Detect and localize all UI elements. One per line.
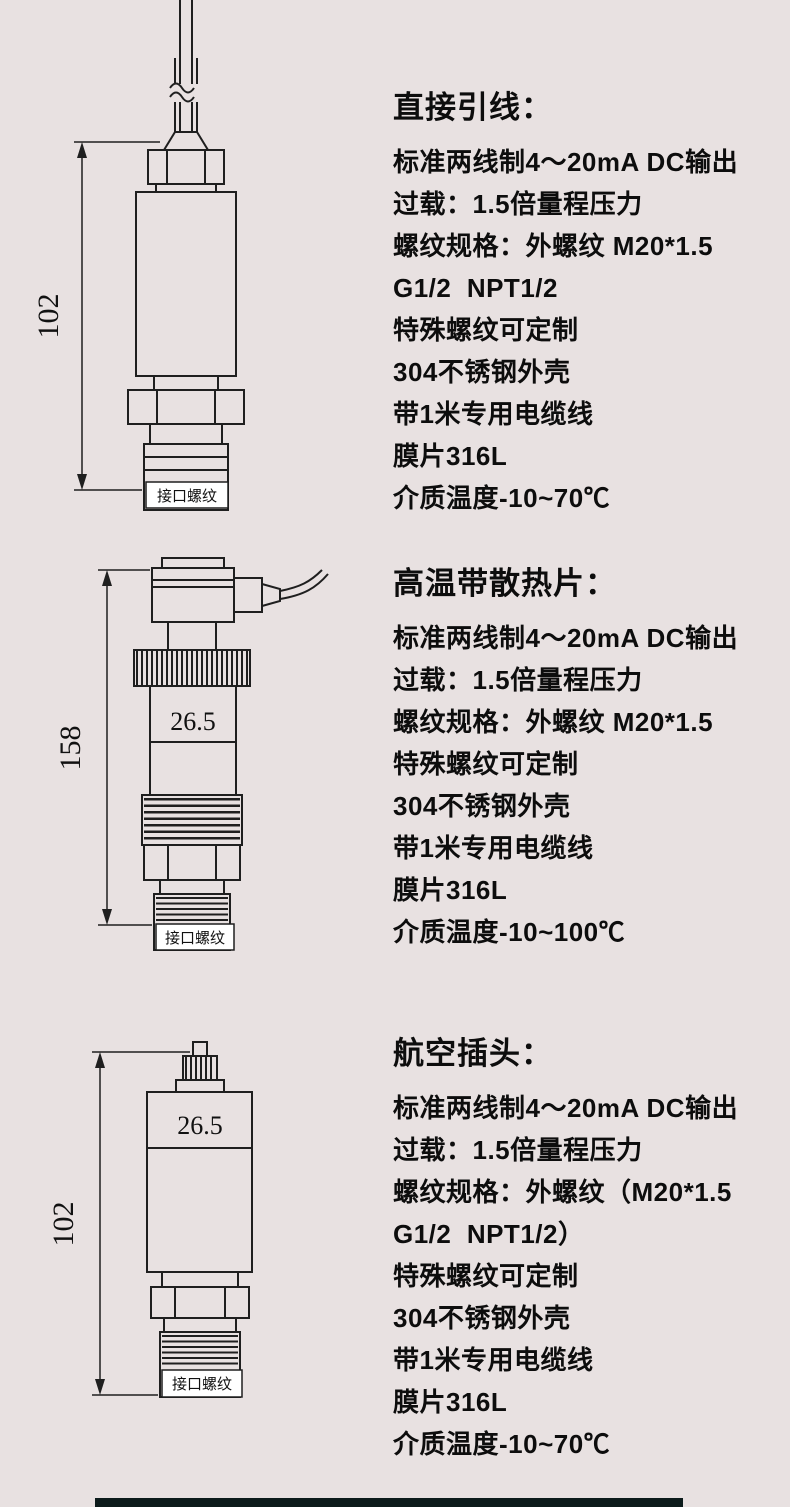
spec-line: 介质温度-10~70℃ (393, 483, 611, 513)
specs-direct-lead: 直接引线： 标准两线制4～20mA DC输出 过载：1.5倍量程压力 螺纹规格：… (393, 82, 779, 519)
spec-line: 标准两线制4～20mA DC输出 (393, 147, 739, 177)
spec-line: 特殊螺纹可定制 (393, 749, 579, 779)
spec-line: 螺纹规格：外螺纹 M20*1.5 (393, 231, 714, 261)
diagram-direct-lead: 接口螺纹 102 (30, 0, 330, 540)
spec-line: G1/2 NPT1/2） (393, 1219, 585, 1249)
spec-line: 过载：1.5倍量程压力 (393, 1135, 643, 1165)
thread-label-box (161, 1369, 243, 1398)
thread-label: 接口螺纹 (172, 1376, 232, 1393)
spec-line: 膜片316L (393, 1387, 508, 1417)
height-dimension-label: 102 (32, 294, 65, 339)
sensor-drawing-heatsink: 26.5 接口螺纹 158 (54, 557, 329, 951)
section-heading: 航空插头： (393, 1036, 553, 1071)
dimension-lines (92, 1051, 190, 1396)
spec-line: 膜片316L (393, 441, 508, 471)
spec-line: 标准两线制4～20mA DC输出 (393, 1093, 739, 1123)
spec-line: 304不锈钢外壳 (393, 357, 571, 387)
arrow-up-icon (102, 570, 112, 586)
spec-line: 特殊螺纹可定制 (393, 1261, 579, 1291)
spec-line: 过载：1.5倍量程压力 (393, 665, 643, 695)
spec-line: 过载：1.5倍量程压力 (393, 189, 643, 219)
section-heading: 高温带散热片： (393, 566, 617, 601)
thread-label: 接口螺纹 (165, 930, 225, 947)
spec-line: 带1米专用电缆线 (393, 399, 594, 429)
thread-label: 接口螺纹 (157, 488, 217, 505)
spec-line: 304不锈钢外壳 (393, 1303, 571, 1333)
dimension-lines (74, 141, 160, 491)
arrow-up-icon (95, 1052, 105, 1068)
spec-line: 304不锈钢外壳 (393, 791, 571, 821)
sensor-drawing-direct-lead: 接口螺纹 102 (32, 0, 245, 511)
spec-line: 膜片316L (393, 875, 508, 905)
spec-line: 介质温度-10~100℃ (393, 917, 626, 947)
spec-line: 介质温度-10~70℃ (393, 1429, 611, 1459)
specs-heatsink: 高温带散热片： 标准两线制4～20mA DC输出 过载：1.5倍量程压力 螺纹规… (393, 558, 779, 953)
sensor-drawing-aviation-plug: 26.5 接口螺纹 102 (47, 1041, 253, 1398)
spec-line: 特殊螺纹可定制 (393, 315, 579, 345)
spec-line: 螺纹规格：外螺纹 M20*1.5 (393, 707, 714, 737)
arrow-down-icon (95, 1379, 105, 1395)
spec-line: 带1米专用电缆线 (393, 1345, 594, 1375)
spec-line: G1/2 NPT1/2 (393, 273, 558, 303)
thread-label-box (145, 481, 229, 509)
spec-line: 螺纹规格：外螺纹（M20*1.5 (393, 1177, 732, 1207)
thread-label-box (155, 923, 235, 951)
arrow-up-icon (77, 142, 87, 158)
height-dimension-label: 102 (47, 1202, 80, 1247)
width-dimension-label: 26.5 (177, 1111, 223, 1140)
height-dimension-label: 158 (54, 726, 87, 771)
diagram-aviation-plug: 26.5 接口螺纹 102 (40, 1030, 340, 1430)
width-dimension-label: 26.5 (170, 707, 216, 736)
spec-line: 带1米专用电缆线 (393, 833, 594, 863)
spec-line: 标准两线制4～20mA DC输出 (393, 623, 739, 653)
specs-aviation-plug: 航空插头： 标准两线制4～20mA DC输出 过载：1.5倍量程压力 螺纹规格：… (393, 1028, 779, 1465)
section-heading: 直接引线： (393, 90, 553, 125)
arrow-down-icon (102, 909, 112, 925)
diagram-heatsink: 26.5 接口螺纹 158 (50, 550, 380, 970)
next-image-edge-strip (95, 1498, 683, 1507)
arrow-down-icon (77, 474, 87, 490)
